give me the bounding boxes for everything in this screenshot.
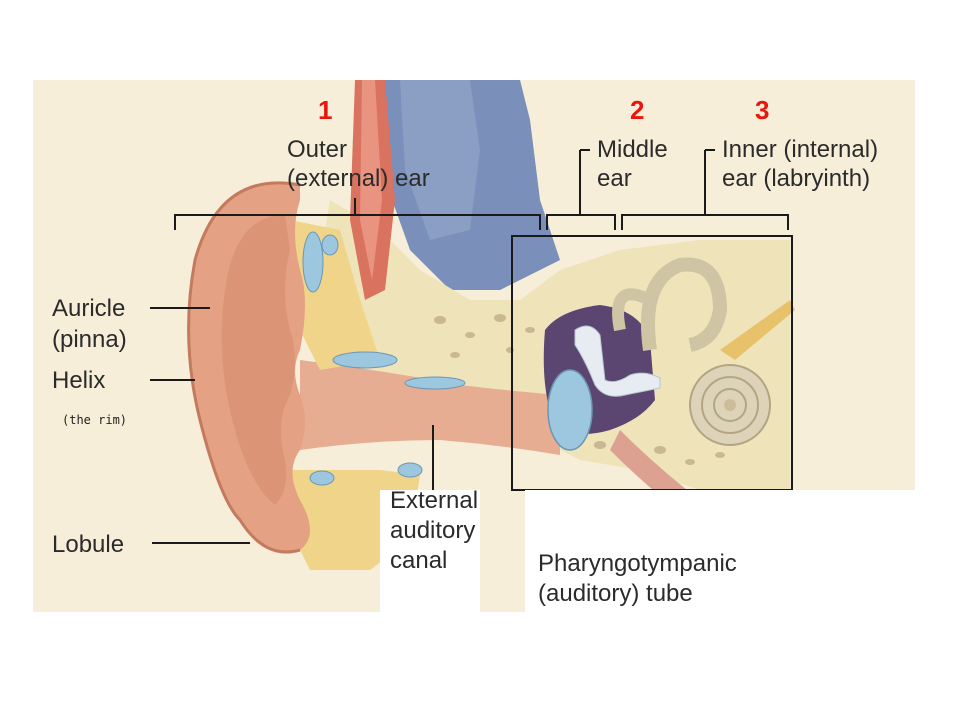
label-helix: Helix bbox=[52, 367, 106, 394]
label-outer-ear-line2: (external) ear bbox=[287, 165, 430, 192]
auricle-rim-shade bbox=[187, 181, 301, 554]
cranial-cavity-shade bbox=[400, 80, 480, 240]
ossicles bbox=[574, 325, 661, 397]
label-number-3: 3 bbox=[755, 95, 770, 125]
semicircular-canal-2 bbox=[612, 288, 653, 332]
cochlea-center bbox=[724, 399, 736, 411]
label-tube-line2: (auditory) tube bbox=[538, 580, 693, 607]
label-inner-ear-line1: Inner (internal) bbox=[722, 136, 879, 163]
vestibulocochlear-nerve bbox=[720, 300, 795, 360]
auricle-inner bbox=[221, 215, 295, 505]
label-number-1: 1 bbox=[318, 95, 333, 125]
cutout-tube-label bbox=[525, 490, 915, 612]
cutout-canal-label bbox=[380, 490, 480, 612]
label-outer-ear-line1: Outer bbox=[287, 136, 348, 163]
label-canal-line2: auditory bbox=[390, 517, 476, 544]
label-canal-line3: canal bbox=[390, 547, 448, 574]
panel-cutout-left bbox=[33, 80, 178, 612]
label-number-2: 2 bbox=[630, 95, 645, 125]
ear-canal bbox=[300, 360, 560, 455]
label-middle-ear-line2: ear bbox=[597, 165, 632, 192]
label-auricle-line1: Auricle bbox=[52, 295, 126, 322]
cochlea-turn-3 bbox=[713, 388, 747, 422]
label-helix-note: (the rim) bbox=[62, 413, 128, 427]
cochlea-turn-2 bbox=[701, 376, 759, 434]
label-inner-ear-line2: ear (labryinth) bbox=[722, 165, 871, 192]
label-middle-ear-line1: Middle bbox=[597, 136, 668, 163]
label-tube-line1: Pharyngotympanic bbox=[538, 550, 737, 577]
tympanic-membrane bbox=[547, 369, 593, 451]
label-auricle-line2: (pinna) bbox=[52, 326, 127, 353]
semicircular-canals bbox=[641, 257, 728, 352]
label-lobule: Lobule bbox=[52, 531, 125, 558]
muscle-strip-highlight bbox=[360, 80, 382, 280]
bracket-outer-ear bbox=[174, 214, 541, 230]
label-canal-line1: External bbox=[390, 487, 479, 514]
cartilage-pieces bbox=[302, 231, 466, 486]
